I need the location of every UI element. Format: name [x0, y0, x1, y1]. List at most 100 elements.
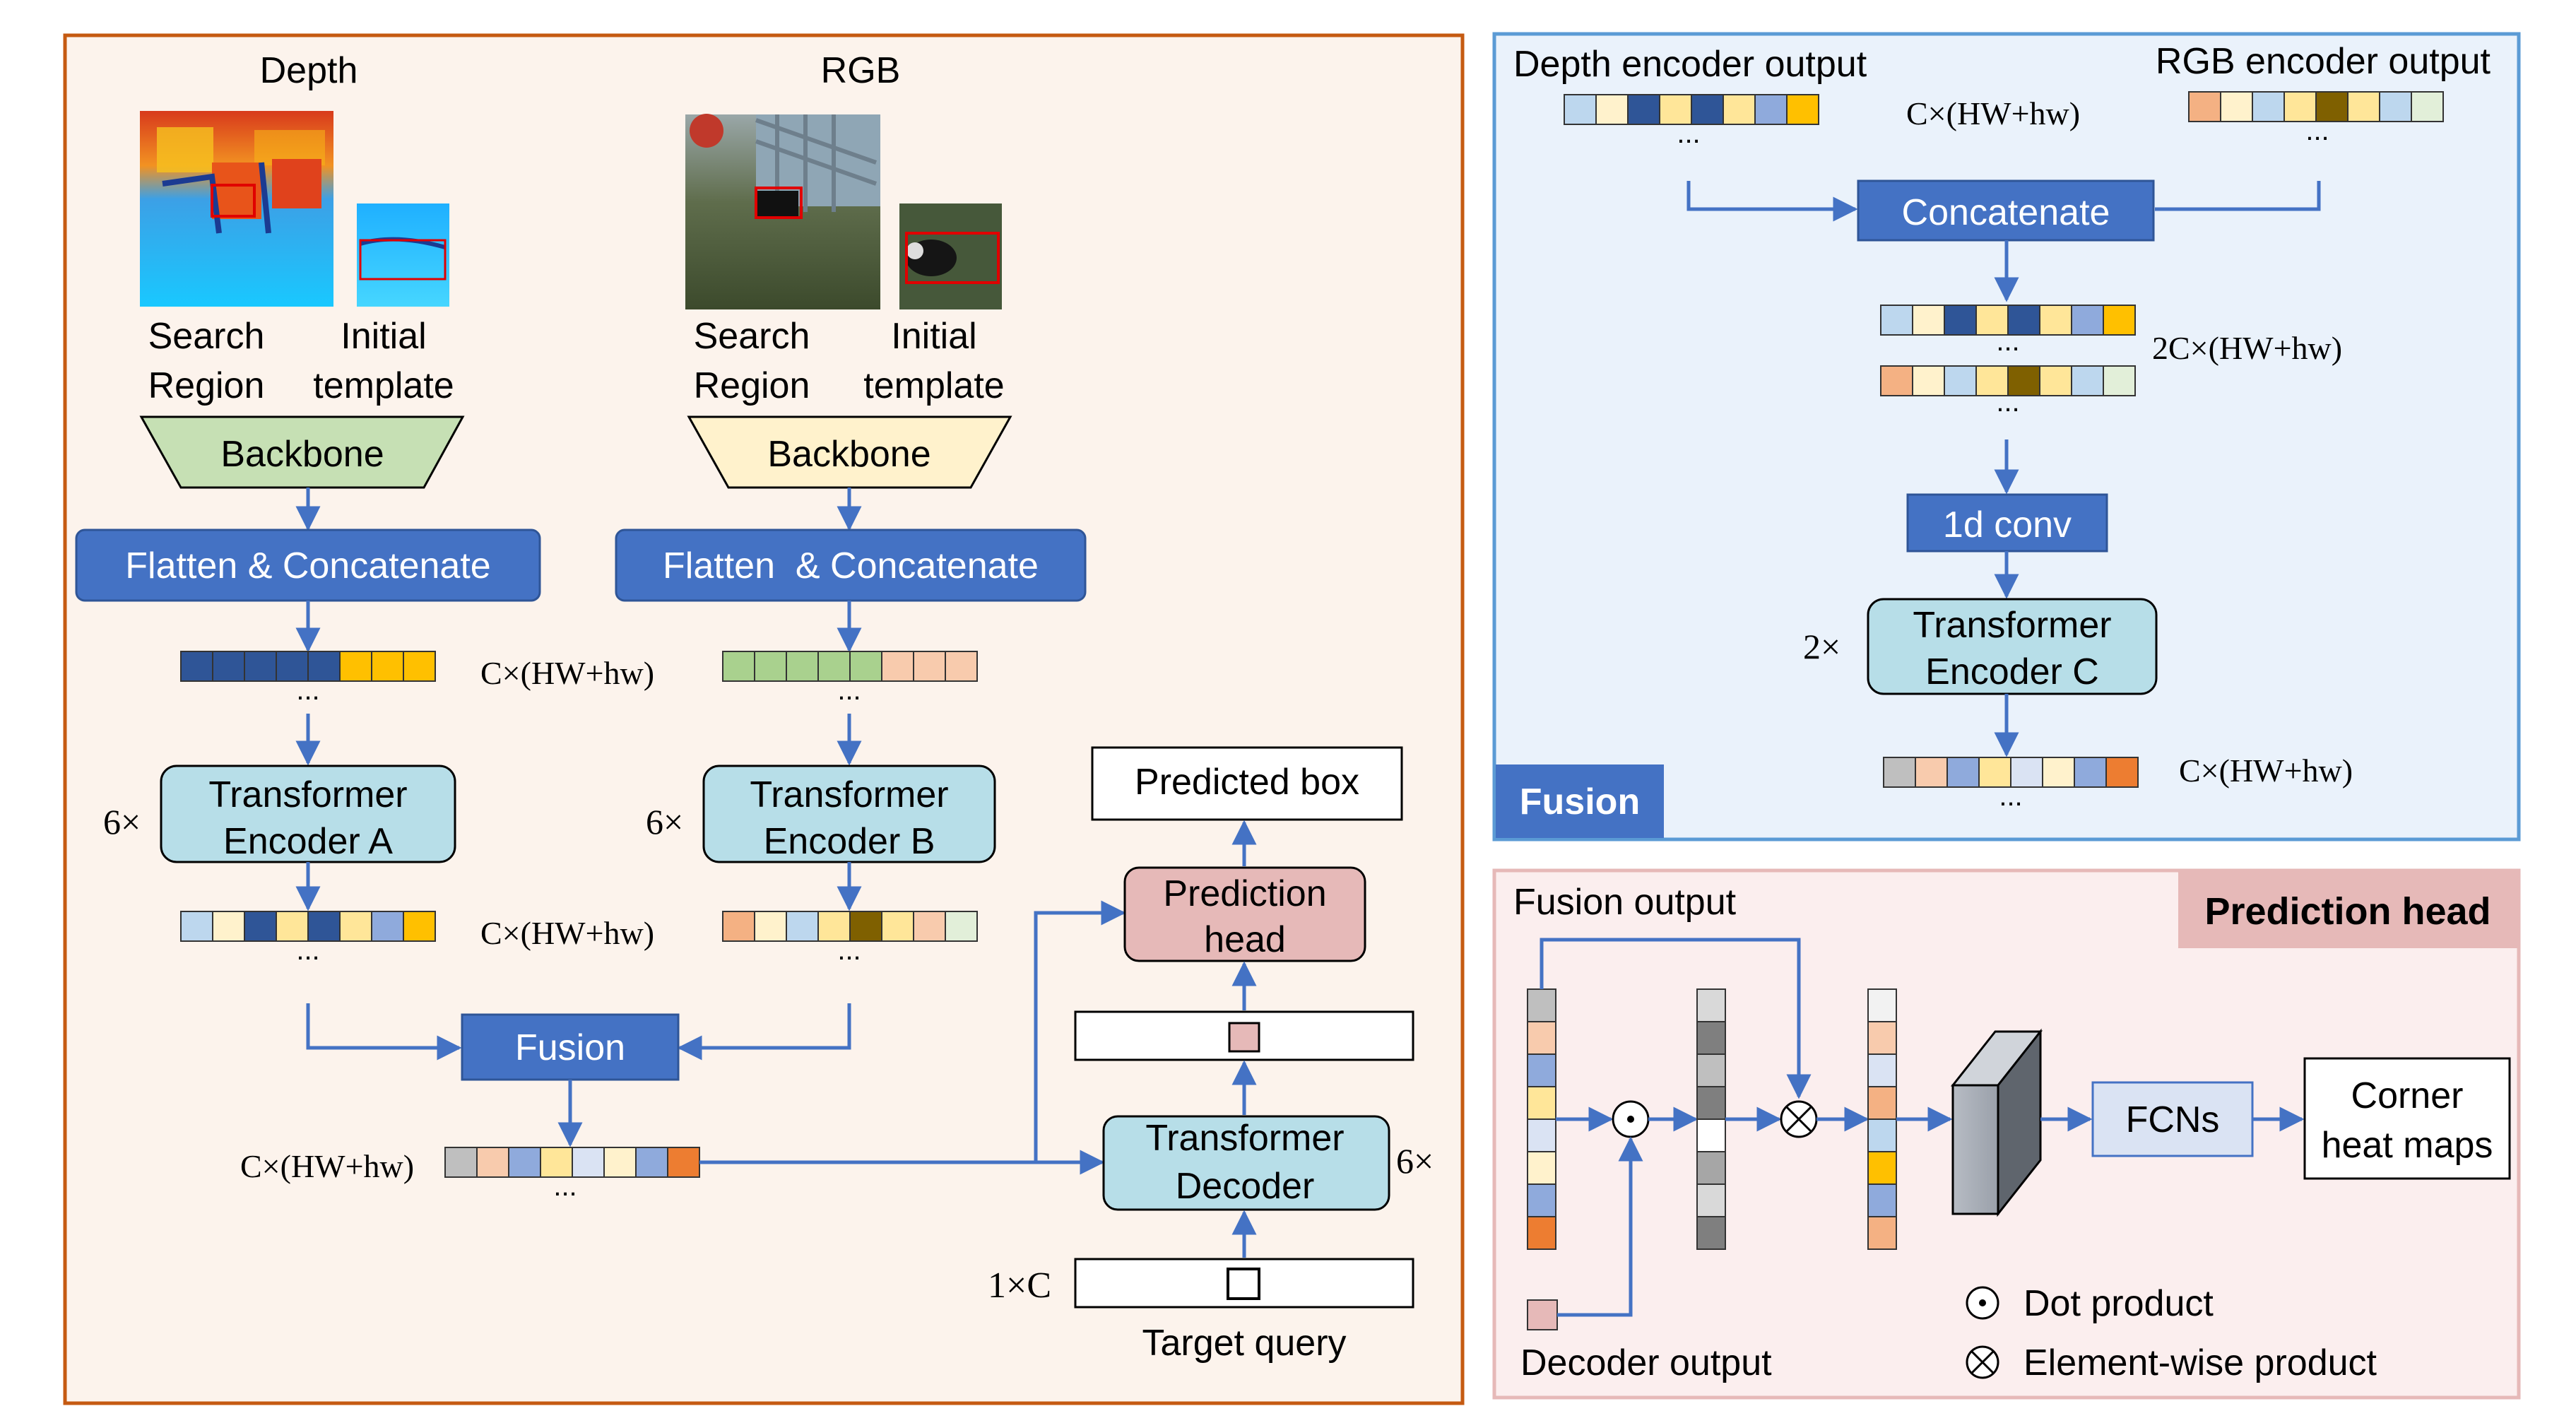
depth-strip-shape: C×(HW+hw) [480, 655, 654, 691]
rgb-token-strip [722, 651, 978, 682]
svg-text:Transformer: Transformer [1913, 605, 2111, 646]
conv-box: 1d conv [1906, 493, 2108, 553]
depth-strip-ellipsis: ... [296, 675, 319, 706]
head-dot-column [1696, 988, 1726, 1250]
dot-product-legend: Dot product [2023, 1283, 2214, 1324]
depth-template-label-2: template [313, 365, 454, 406]
fused-strip-ellipsis: ... [553, 1171, 577, 1202]
transformer-encoder-c: Transformer Encoder C [1867, 598, 2158, 695]
predicted-box: Predicted box [1091, 746, 1403, 821]
transformer-decoder: Transformer Decoder [1102, 1115, 1390, 1211]
rgb-template-label-1: Initial [891, 316, 976, 357]
elementwise-product-op [1780, 1100, 1818, 1138]
svg-text:Fusion: Fusion [1520, 781, 1640, 822]
encoder-b-multiplier: 6× [646, 802, 683, 842]
rgb-template-label-2: template [863, 365, 1004, 406]
svg-text:FCNs: FCNs [2126, 1099, 2220, 1140]
concat-ellipsis-2: ... [1996, 386, 2019, 418]
svg-text:Prediction head: Prediction head [2204, 890, 2491, 933]
rgb-search-image [685, 114, 880, 309]
svg-text:Corner: Corner [2351, 1075, 2464, 1116]
corner-heatmaps-box: Corner heat maps [2303, 1057, 2511, 1180]
svg-text:Prediction: Prediction [1163, 873, 1326, 914]
elementwise-legend: Element-wise product [2023, 1342, 2377, 1383]
transformer-encoder-a: Transformer Encoder A [160, 764, 456, 863]
target-query-label: Target query [1142, 1323, 1346, 1364]
depth-encoder-ellipsis: ... [1677, 118, 1700, 149]
svg-text:Encoder B: Encoder B [764, 821, 935, 862]
svg-text:head: head [1204, 919, 1286, 960]
dot-product-op [1612, 1100, 1650, 1138]
rgb-encoder-ellipsis: ... [2305, 115, 2329, 146]
svg-text:Flatten & Concatenate: Flatten & Concatenate [663, 545, 1039, 586]
transformer-encoder-b: Transformer Encoder B [702, 764, 996, 863]
fusion-output-ellipsis: ... [1999, 781, 2022, 812]
depth-search-label-1: Search [148, 316, 265, 357]
fusion-box: Fusion [461, 1013, 680, 1081]
fusion-output-label: Fusion output [1513, 882, 1737, 923]
encoder-output-shape: C×(HW+hw) [1906, 95, 2080, 131]
depth-encoder-strip [1564, 94, 1819, 125]
rgb-template-image [899, 203, 1002, 309]
conv-block [1950, 1028, 2043, 1217]
rgb-encoded-strip [722, 911, 978, 942]
encoder-a-multiplier: 6× [103, 802, 141, 842]
fused-token-strip [444, 1147, 700, 1178]
svg-text:Backbone: Backbone [220, 434, 384, 475]
rgb-flatten-box: Flatten & Concatenate [615, 529, 1087, 602]
decoder-multiplier: 6× [1396, 1141, 1434, 1181]
target-query-slot [1074, 1258, 1414, 1309]
svg-text:Decoder: Decoder [1176, 1166, 1315, 1207]
rgb-search-label-2: Region [694, 365, 810, 406]
svg-text:Concatenate: Concatenate [1902, 192, 2110, 233]
svg-text:Transformer: Transformer [750, 774, 948, 815]
svg-text:Transformer: Transformer [208, 774, 407, 815]
rgb-encoder-output-label: RGB encoder output [2156, 41, 2491, 82]
svg-text:Encoder A: Encoder A [223, 821, 393, 862]
query-shape: 1×C [988, 1265, 1051, 1306]
decoder-output-cell [1527, 1299, 1558, 1330]
depth-backbone: Backbone [139, 415, 465, 489]
svg-text:Backbone: Backbone [767, 434, 930, 475]
head-product-column [1867, 988, 1897, 1250]
depth-template-image [357, 203, 449, 307]
head-panel-tab: Prediction head [2178, 872, 2517, 948]
depth-token-strip [180, 651, 436, 682]
elementwise-legend-icon [1966, 1345, 1999, 1379]
rgb-title: RGB [821, 50, 901, 91]
head-fusion-column [1527, 988, 1556, 1250]
prediction-head-box: Prediction head [1123, 866, 1366, 962]
left-panel: Depth Search Region Initial template Bac… [63, 33, 1465, 1405]
depth-encoded-shape: C×(HW+hw) [480, 915, 654, 951]
concat-strip-depth [1880, 305, 2136, 336]
depth-search-label-2: Region [148, 365, 265, 406]
depth-encoder-output-label: Depth encoder output [1513, 44, 1867, 85]
dot-product-legend-icon [1966, 1286, 1999, 1320]
fusion-panel: Depth encoder output RGB encoder output … [1492, 32, 2521, 842]
depth-flatten-box: Flatten & Concatenate [75, 529, 541, 602]
svg-text:Flatten & Concatenate: Flatten & Concatenate [125, 545, 490, 586]
rgb-backbone: Backbone [687, 415, 1012, 489]
fcns-box: FCNs [2091, 1081, 2254, 1157]
fusion-output-shape: C×(HW+hw) [2179, 752, 2353, 789]
svg-text:Predicted box: Predicted box [1135, 762, 1359, 803]
fused-strip-shape: C×(HW+hw) [240, 1148, 414, 1184]
svg-text:Encoder C: Encoder C [1925, 651, 2099, 692]
svg-text:Transformer: Transformer [1145, 1118, 1344, 1159]
concat-strip-rgb [1880, 365, 2136, 396]
fusion-output-strip [1883, 757, 2139, 788]
concat-shape: 2C×(HW+hw) [2152, 330, 2342, 366]
rgb-search-label-1: Search [694, 316, 810, 357]
encoder-c-multiplier: 2× [1803, 627, 1841, 666]
svg-text:heat maps: heat maps [2322, 1125, 2493, 1166]
decoder-output-slot [1074, 1010, 1414, 1061]
depth-search-image [140, 111, 333, 307]
svg-text:1d conv: 1d conv [1943, 504, 2072, 545]
depth-template-label-1: Initial [341, 316, 426, 357]
depth-encoded-ellipsis: ... [296, 935, 319, 966]
depth-title: Depth [260, 50, 358, 91]
rgb-encoder-strip [2188, 91, 2444, 122]
depth-encoded-strip [180, 911, 436, 942]
rgb-strip-ellipsis: ... [837, 675, 861, 706]
svg-text:Fusion: Fusion [515, 1027, 625, 1068]
